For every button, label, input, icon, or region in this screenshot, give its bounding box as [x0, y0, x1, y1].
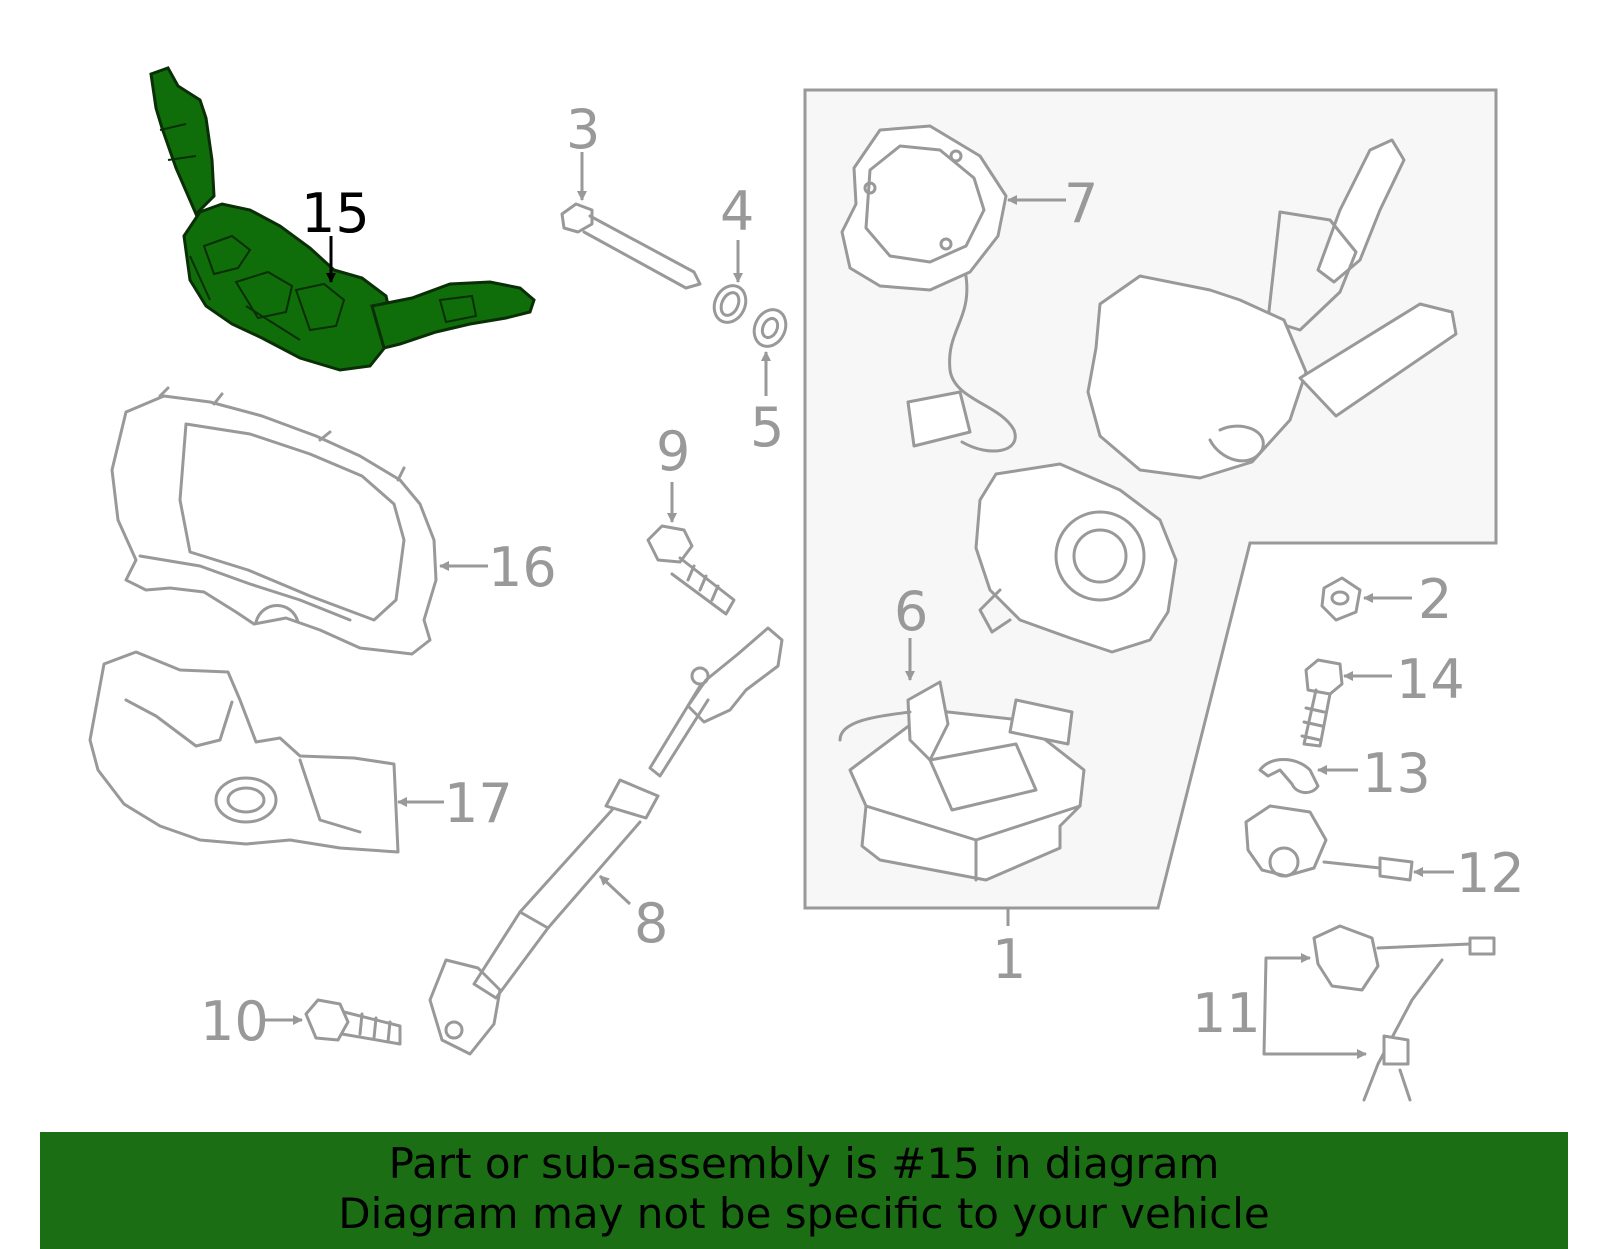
clock-spring-part-7	[840, 124, 1017, 453]
callout-9[interactable]: 9	[656, 420, 690, 483]
nut-part-2	[1320, 576, 1362, 622]
leader-lines	[260, 152, 1454, 1059]
wiper-stalk	[149, 66, 216, 217]
clamp-part-13	[1258, 758, 1320, 794]
instrument-cluster-part-16	[110, 386, 438, 656]
callout-15[interactable]: 15	[301, 182, 370, 245]
callout-5[interactable]: 5	[750, 396, 784, 459]
callout-8[interactable]: 8	[634, 892, 668, 955]
sensor-part-12	[1244, 804, 1414, 882]
caption-banner: Part or sub-assembly is #15 in diagram D…	[40, 1132, 1568, 1249]
washer-part-5	[752, 308, 788, 348]
steering-column-part-1	[974, 138, 1458, 654]
bolt-part-9	[646, 524, 736, 616]
washer-part-4	[712, 284, 748, 324]
callout-2[interactable]: 2	[1418, 568, 1452, 631]
caption-line-2: Diagram may not be specific to your vehi…	[338, 1189, 1270, 1238]
sensor-part-11	[1262, 924, 1496, 1102]
callout-7[interactable]: 7	[1064, 172, 1098, 235]
turn-signal-stalk	[370, 280, 536, 350]
bolt-part-14	[1300, 658, 1344, 748]
callout-13[interactable]: 13	[1362, 742, 1431, 805]
callout-17[interactable]: 17	[444, 772, 513, 835]
callout-1[interactable]: 1	[992, 928, 1026, 991]
callout-6[interactable]: 6	[894, 580, 928, 643]
callout-16[interactable]: 16	[488, 536, 557, 599]
caption-line-1: Part or sub-assembly is #15 in diagram	[388, 1139, 1220, 1188]
intermediate-shaft-part-8	[428, 626, 784, 1056]
callout-4[interactable]: 4	[720, 180, 754, 243]
bolt-part-3	[560, 202, 702, 290]
bolt-part-10	[304, 998, 402, 1046]
control-module-part-6	[838, 680, 1086, 882]
callout-3[interactable]: 3	[566, 98, 600, 161]
column-cover-part-17	[88, 650, 400, 854]
callout-11[interactable]: 11	[1192, 982, 1261, 1045]
callout-12[interactable]: 12	[1456, 842, 1525, 905]
callout-10[interactable]: 10	[200, 990, 269, 1053]
callout-14[interactable]: 14	[1396, 648, 1465, 711]
multifunction-switch-part-15[interactable]	[149, 66, 536, 372]
steering-column-inset-box	[803, 88, 1498, 910]
